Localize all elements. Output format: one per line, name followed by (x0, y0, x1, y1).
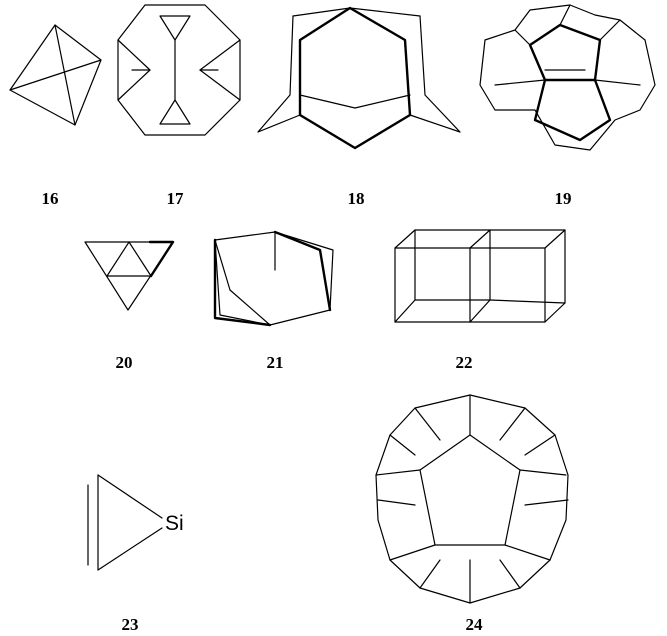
structure-21 (213, 230, 334, 327)
structure-24 (375, 394, 569, 604)
compound-label-17: 17 (167, 189, 185, 208)
compound-label-19: 19 (555, 189, 572, 208)
compound-label-22: 22 (456, 353, 473, 372)
compound-label-24: 24 (466, 615, 484, 634)
structure-17 (117, 4, 241, 136)
structure-20 (84, 240, 175, 311)
compound-label-16: 16 (42, 189, 59, 208)
si-atom-label: Si (165, 512, 184, 535)
compound-label-20: 20 (116, 353, 133, 372)
compound-label-21: 21 (267, 353, 284, 372)
compound-label-23: 23 (122, 615, 139, 634)
structure-23: Si (87, 474, 184, 571)
structure-18 (257, 6, 461, 150)
structure-16 (9, 24, 102, 126)
structure-19 (479, 4, 656, 151)
structure-22 (394, 229, 566, 323)
compound-label-18: 18 (348, 189, 365, 208)
